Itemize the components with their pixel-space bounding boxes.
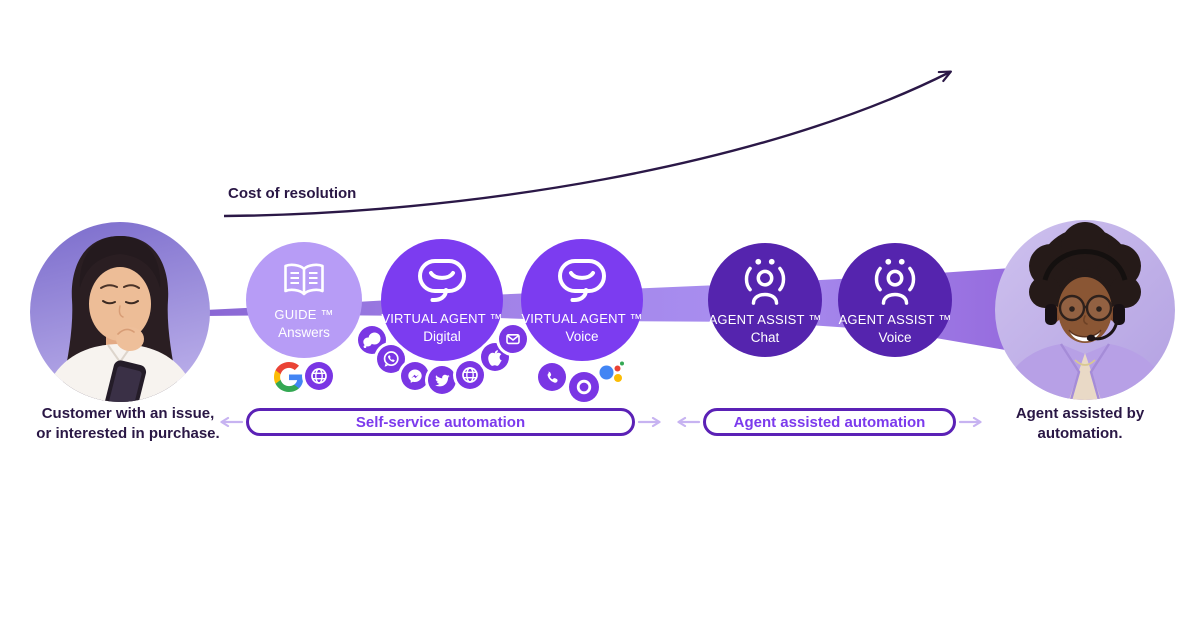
node-guide-answers: GUIDE ™ Answers xyxy=(246,242,362,358)
cost-of-resolution-label: Cost of resolution xyxy=(228,185,357,202)
node-subtitle: Digital xyxy=(423,328,461,344)
node-title: AGENT ASSIST ™ xyxy=(708,311,822,327)
customer-caption-line2: or interested in purchase. xyxy=(36,425,220,443)
node-title: VIRTUAL AGENT ™ xyxy=(381,310,503,326)
agent-caption-line2: automation. xyxy=(1037,425,1123,443)
self-service-automation-pill: Self-service automation xyxy=(246,408,635,436)
node-subtitle: Chat xyxy=(750,329,780,345)
node-title: AGENT ASSIST ™ xyxy=(838,311,952,327)
agent-caption: Agent assisted by automation. xyxy=(988,404,1172,445)
node-subtitle: Voice xyxy=(878,329,912,345)
whatsapp-icon xyxy=(377,345,405,373)
node-agent-assist-voice: AGENT ASSIST ™ Voice xyxy=(838,243,952,357)
open-book-icon xyxy=(284,263,324,295)
agent-assisted-automation-label: Agent assisted automation xyxy=(733,413,926,431)
smiling-chat-bubble-icon xyxy=(558,258,606,302)
smiling-chat-bubble-icon xyxy=(418,258,466,302)
agent-assisted-automation-pill: Agent assisted automation xyxy=(703,408,956,436)
email-icon xyxy=(499,325,527,353)
assisted-person-icon xyxy=(874,258,916,305)
customer-photo xyxy=(30,222,210,402)
assisted-person-icon xyxy=(744,258,786,305)
node-subtitle: Voice xyxy=(565,328,599,344)
phone-icon xyxy=(538,363,566,391)
agent-photo xyxy=(995,220,1175,400)
self-service-automation-label: Self-service automation xyxy=(355,413,526,431)
customer-portrait-illustration xyxy=(30,222,210,402)
google-assistant-icon xyxy=(597,359,627,389)
node-virtual-agent-voice: VIRTUAL AGENT ™ Voice xyxy=(521,239,643,361)
agent-caption-line1: Agent assisted by xyxy=(1015,405,1145,422)
node-title: GUIDE ™ xyxy=(274,306,334,322)
cost-curve xyxy=(223,72,950,218)
customer-caption: Customer with an issue, or interested in… xyxy=(28,404,228,445)
agent-portrait-illustration xyxy=(995,220,1175,400)
web-globe-icon xyxy=(456,361,484,389)
google-search-icon xyxy=(274,362,304,392)
node-subtitle: Answers xyxy=(278,324,330,340)
messenger-icon xyxy=(401,362,429,390)
customer-caption-line1: Customer with an issue, xyxy=(41,405,215,422)
twitter-icon xyxy=(428,366,456,394)
node-title: VIRTUAL AGENT ™ xyxy=(521,310,643,326)
node-agent-assist-chat: AGENT ASSIST ™ Chat xyxy=(708,243,822,357)
alexa-icon xyxy=(569,372,599,402)
node-virtual-agent-digital: VIRTUAL AGENT ™ Digital xyxy=(381,239,503,361)
web-globe-icon xyxy=(305,362,333,390)
